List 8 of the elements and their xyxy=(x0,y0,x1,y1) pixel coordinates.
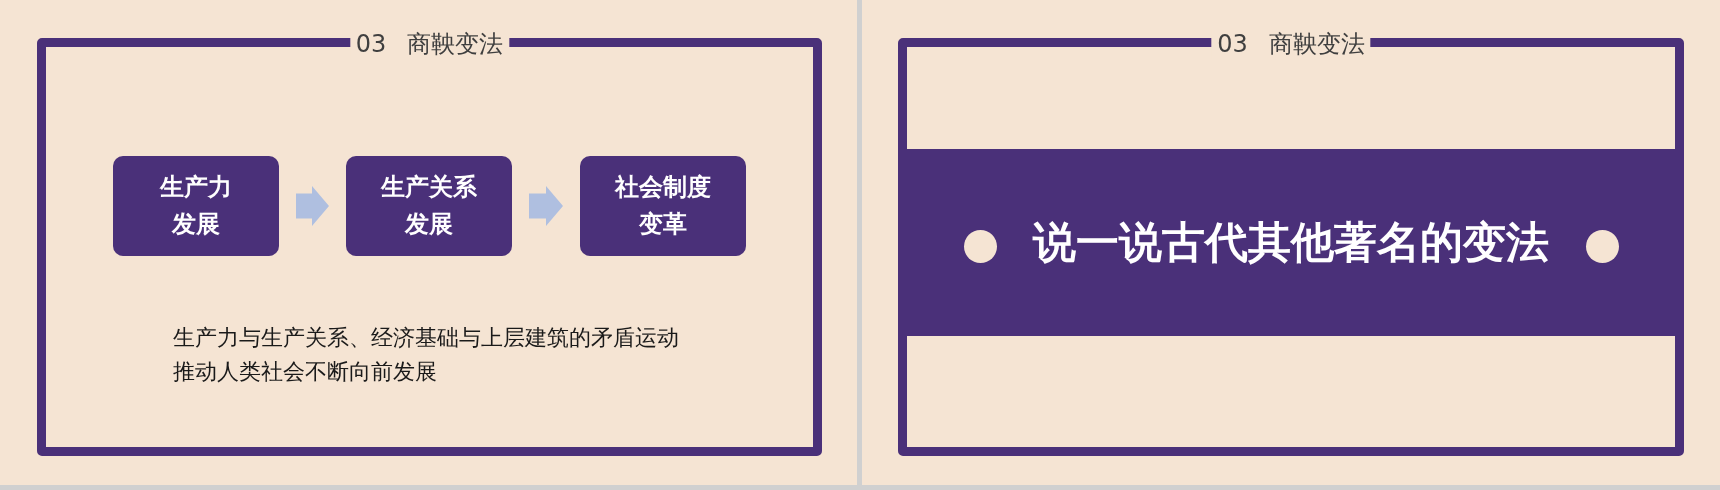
section-heading: 03 商鞅变法 xyxy=(349,29,510,59)
arrow xyxy=(296,186,329,226)
arrow xyxy=(529,186,563,226)
process-box: 社会制度变革 xyxy=(580,156,746,256)
body-text: 生产力与生产关系、经济基础与上层建筑的矛盾运动推动人类社会不断向前发展 xyxy=(173,324,680,386)
section-heading: 03 商鞅变法 xyxy=(1211,29,1371,59)
process-box: 生产力发展 xyxy=(113,156,279,256)
process-box: 生产关系发展 xyxy=(346,156,512,256)
